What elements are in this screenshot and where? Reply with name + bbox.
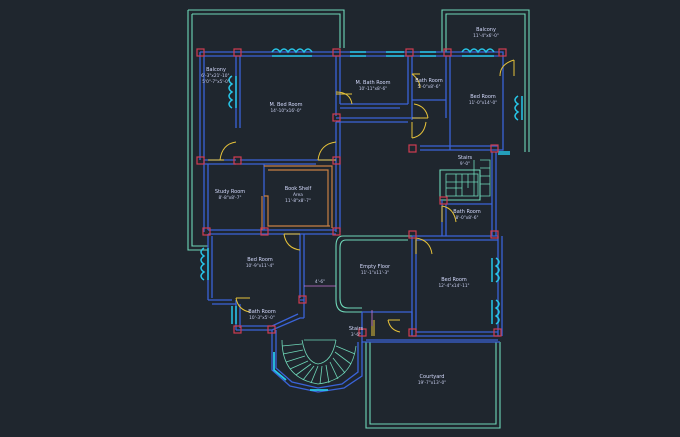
room-dim: 8'-0"x8'-6" (456, 215, 479, 221)
room-name: Balcony (476, 27, 496, 33)
stairs-bottom-windows (273, 352, 328, 391)
room-dim: 6'-3"x21'-10", (201, 73, 231, 79)
room-label-empty-floor: Empty Floor 11'-1"x11'-3" (360, 264, 391, 276)
room-label-m-bath: M. Bath Room 10'-11"x8'-6" (356, 80, 391, 92)
room-name: Study Room (215, 189, 245, 195)
room-label-bed-ne: Bed Room 11'-0"x14'-0" (469, 94, 497, 106)
room-label-stairs-right: Stairs 9'-0" (458, 155, 473, 167)
room-label-book-shelf: Book Shelf Area 11'-8"x8'-7" (285, 186, 312, 204)
room-name: Balcony (206, 67, 226, 73)
doors (208, 59, 515, 336)
room-dim-2: 11'-8"x8'-7" (285, 198, 311, 204)
room-dim: 10'-11"x8'-6" (359, 86, 387, 92)
book-shelf (261, 165, 333, 230)
room-dim: 5'-0"x8'-6" (418, 84, 441, 90)
room-name: M. Bath Room (356, 80, 391, 86)
room-dim: 3'-6" (351, 332, 361, 338)
room-name: Bed Room (470, 94, 496, 100)
room-label-study: Study Room 8'-8"x8'-7" (215, 189, 245, 201)
room-name: Bath Room (453, 209, 481, 215)
room-label-m-bed: M. Bed Room 14'-10"x16'-0" (269, 102, 302, 114)
room-dim: 11'-0"x14'-0" (469, 100, 497, 106)
room-dim: 8'-8"x8'-7" (219, 195, 242, 201)
room-name: Stairs (349, 326, 364, 332)
right-stairs (445, 159, 491, 197)
room-label-balcony-left: Balcony 6'-3"x21'-10", 5'0"-7"x5'-0" (201, 67, 231, 85)
outer-walls (187, 9, 530, 429)
room-label-stairs-bottom: Stairs 3'-6" (349, 326, 364, 338)
room-name: Bed Room (247, 257, 273, 263)
spiral-stairs (281, 339, 357, 385)
room-name: Book Shelf (285, 186, 312, 192)
room-dim: 12'-4"x14'-11" (438, 283, 469, 289)
room-label-bed-w: Bed Room 10'-9"x11'-4" (246, 257, 274, 269)
dimension-line (304, 285, 373, 326)
room-dim: 10'-9"x11'-4" (246, 263, 274, 269)
room-label-bath-sw: Bath Room 10'-3"x5'-0" (248, 309, 276, 321)
windows (200, 48, 523, 325)
room-name: M. Bed Room (269, 102, 302, 108)
room-label-bath-top: Bath Room 5'-0"x8'-6" (415, 78, 443, 90)
room-name: Stairs (458, 155, 473, 161)
room-dim: Area (293, 192, 303, 198)
room-name: Courtyard (420, 374, 445, 380)
room-label-bed-e: Bed Room 12'-4"x14'-11" (438, 277, 469, 289)
room-label-courtyard: Courtyard 19'-7"x13'-0" (418, 374, 446, 386)
room-name: Bath Room (415, 78, 443, 84)
room-dim: 10'-3"x5'-0" (249, 315, 275, 321)
room-dim: 14'-10"x16'-0" (270, 108, 301, 114)
room-labels: Balcony 11'-4"x6'-0" Balcony 6'-3"x21'-1… (201, 27, 499, 386)
room-dim: 11'-4"x6'-0" (473, 33, 499, 39)
columns (196, 48, 507, 337)
room-dim: 9'-0" (460, 161, 470, 167)
room-name: Empty Floor (360, 264, 391, 270)
room-label-balcony-top: Balcony 11'-4"x6'-0" (473, 27, 499, 39)
room-label-bath-right: Bath Room 8'-0"x8'-6" (453, 209, 481, 221)
room-dim-2: 5'0"-7"x5'-0" (202, 79, 230, 85)
room-dim: 11'-1"x11'-3" (361, 270, 389, 276)
room-dim: 19'-7"x13'-0" (418, 380, 446, 386)
room-name: Bed Room (441, 277, 467, 283)
room-name: Bath Room (248, 309, 276, 315)
gap-dimension: 4'-6" (315, 279, 325, 285)
